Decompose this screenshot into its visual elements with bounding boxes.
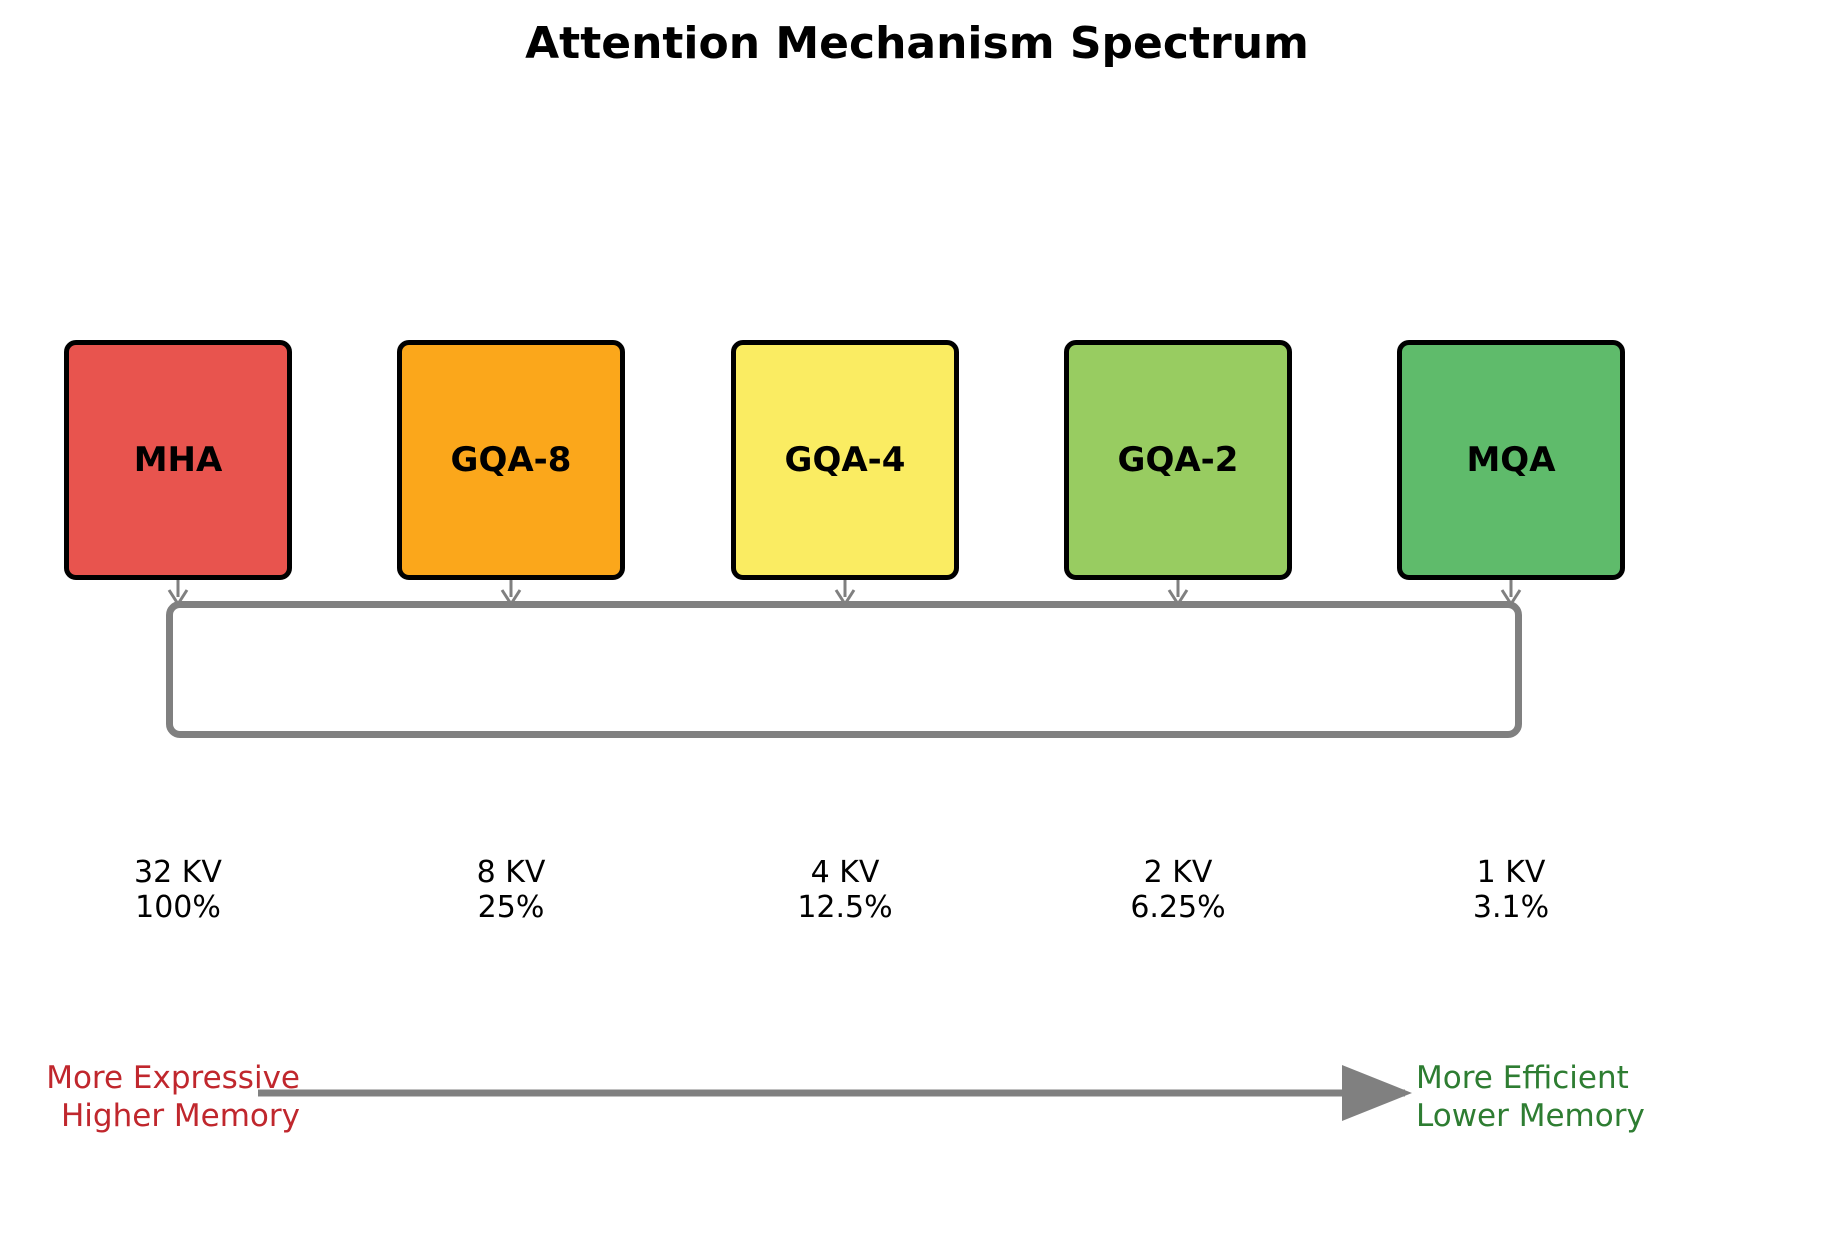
stat-kv: 1 KV (1476, 855, 1546, 890)
node-box-gqa-8[interactable]: GQA-8 (397, 340, 625, 580)
node-label: GQA-2 (1117, 440, 1239, 480)
node-label: MHA (133, 440, 223, 480)
stat-mha: 32 KV 100% (28, 855, 328, 926)
node-box-gqa-4[interactable]: GQA-4 (731, 340, 959, 580)
stat-kv: 32 KV (134, 855, 222, 890)
stat-gqa-2: 2 KV 6.25% (1028, 855, 1328, 926)
node-box-gqa-2[interactable]: GQA-2 (1064, 340, 1292, 580)
stat-mqa: 1 KV 3.1% (1361, 855, 1661, 926)
spectrum-label-right-line1: More Efficient (1416, 1060, 1629, 1096)
page-title: Attention Mechanism Spectrum (525, 18, 1309, 69)
node-label: MQA (1466, 440, 1556, 480)
stat-kv: 2 KV (1143, 855, 1213, 890)
stat-gqa-4: 4 KV 12.5% (695, 855, 995, 926)
node-label: GQA-8 (450, 440, 572, 480)
spectrum-arrow-icon (258, 1065, 1412, 1121)
stat-kv: 8 KV (476, 855, 546, 890)
stat-pct: 3.1% (1472, 890, 1550, 926)
stat-pct: 25% (477, 890, 545, 926)
stat-pct: 100% (135, 890, 221, 926)
node-label: GQA-4 (784, 440, 906, 480)
kv-cache-bus-container (166, 601, 1522, 738)
spectrum-label-left-line2: Higher Memory (61, 1097, 300, 1134)
stat-pct: 12.5% (797, 890, 893, 926)
spectrum-label-left-line1: More Expressive (46, 1060, 300, 1096)
node-box-mqa[interactable]: MQA (1397, 340, 1625, 580)
node-box-mha[interactable]: MHA (64, 340, 292, 580)
stat-pct: 6.25% (1130, 890, 1226, 926)
spectrum-label-left: More Expressive Higher Memory (0, 1060, 300, 1136)
stat-kv: 4 KV (810, 855, 880, 890)
spectrum-label-right: More Efficient Lower Memory (1416, 1060, 1776, 1136)
spectrum-label-right-line2: Lower Memory (1416, 1097, 1645, 1134)
stat-gqa-8: 8 KV 25% (361, 855, 661, 926)
